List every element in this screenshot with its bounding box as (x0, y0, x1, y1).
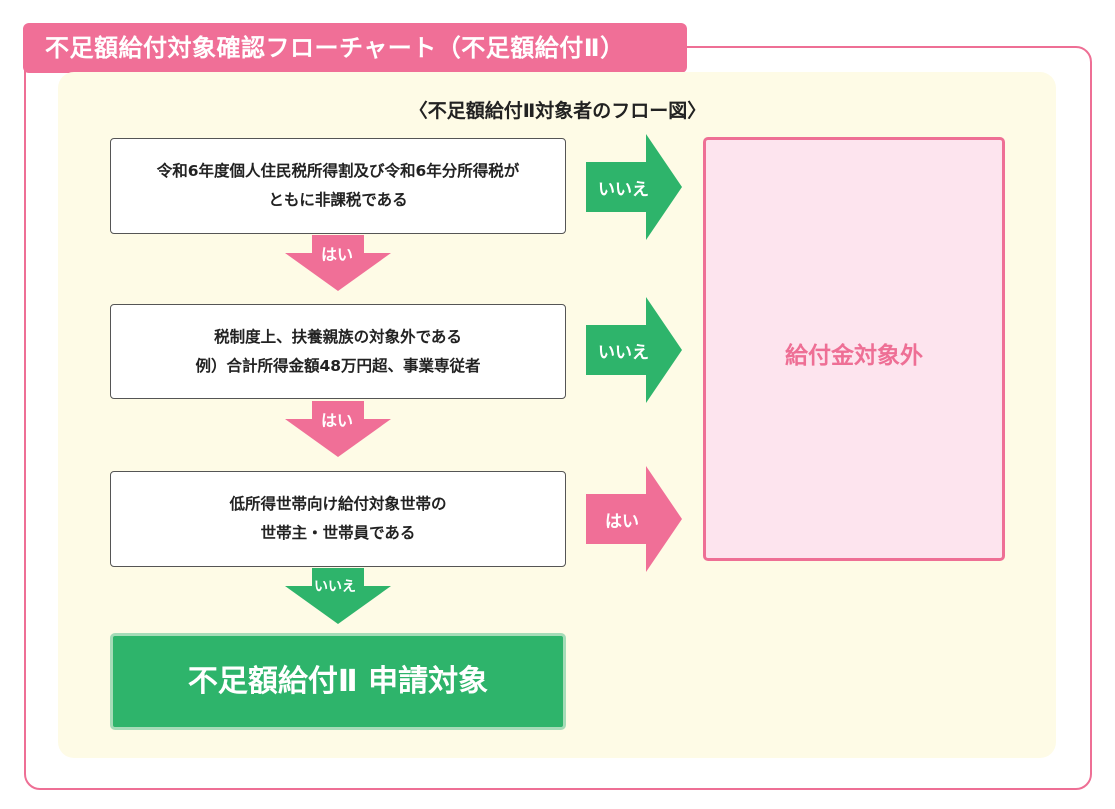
flowchart-subtitle: 〈不足額給付Ⅱ対象者のフロー図〉 (408, 100, 707, 122)
arrow-right-3: はい (586, 466, 682, 572)
arrow-right-1: いいえ (586, 134, 682, 240)
question-1-line-1: 令和6年度個人住民税所得割及び令和6年分所得税が (156, 162, 520, 180)
arrow-down-icon (285, 568, 391, 624)
arrow-down-1-label: はい (321, 245, 354, 264)
page-title: 不足額給付対象確認フローチャート（不足額給付Ⅱ） (23, 23, 687, 73)
arrow-down-1: はい (285, 235, 391, 291)
arrow-down-icon (285, 401, 391, 457)
arrow-right-icon (586, 297, 682, 403)
arrow-right-2: いいえ (586, 297, 682, 403)
question-box-3: 低所得世帯向け給付対象世帯の 世帯主・世帯員である (110, 471, 566, 567)
question-box-2: 税制度上、扶養親族の対象外である 例）合計所得金額48万円超、事業専従者 (110, 304, 566, 399)
question-3-line-2: 世帯主・世帯員である (260, 524, 416, 542)
arrow-down-2: はい (285, 401, 391, 457)
arrow-right-1-label: いいえ (598, 180, 649, 200)
arrow-down-2-label: はい (321, 411, 354, 430)
result-eligible: 不足額給付Ⅱ 申請対象 (110, 633, 566, 730)
arrow-right-2-label: いいえ (598, 343, 649, 363)
question-2-line-2: 例）合計所得金額48万円超、事業専従者 (195, 356, 481, 375)
question-1-line-2: ともに非課税である (268, 191, 408, 209)
arrow-right-icon (586, 466, 682, 572)
result-not-eligible: 給付金対象外 (703, 137, 1005, 561)
arrow-right-icon (586, 134, 682, 240)
arrow-down-3: いいえ (285, 568, 391, 624)
arrow-down-icon (285, 235, 391, 291)
question-2-line-1: 税制度上、扶養親族の対象外である (214, 327, 462, 346)
arrow-right-3-label: はい (605, 512, 639, 532)
arrow-down-3-label: いいえ (314, 579, 356, 595)
question-3-line-1: 低所得世帯向け給付対象世帯の (229, 495, 447, 513)
question-box-1: 令和6年度個人住民税所得割及び令和6年分所得税が ともに非課税である (110, 138, 566, 234)
